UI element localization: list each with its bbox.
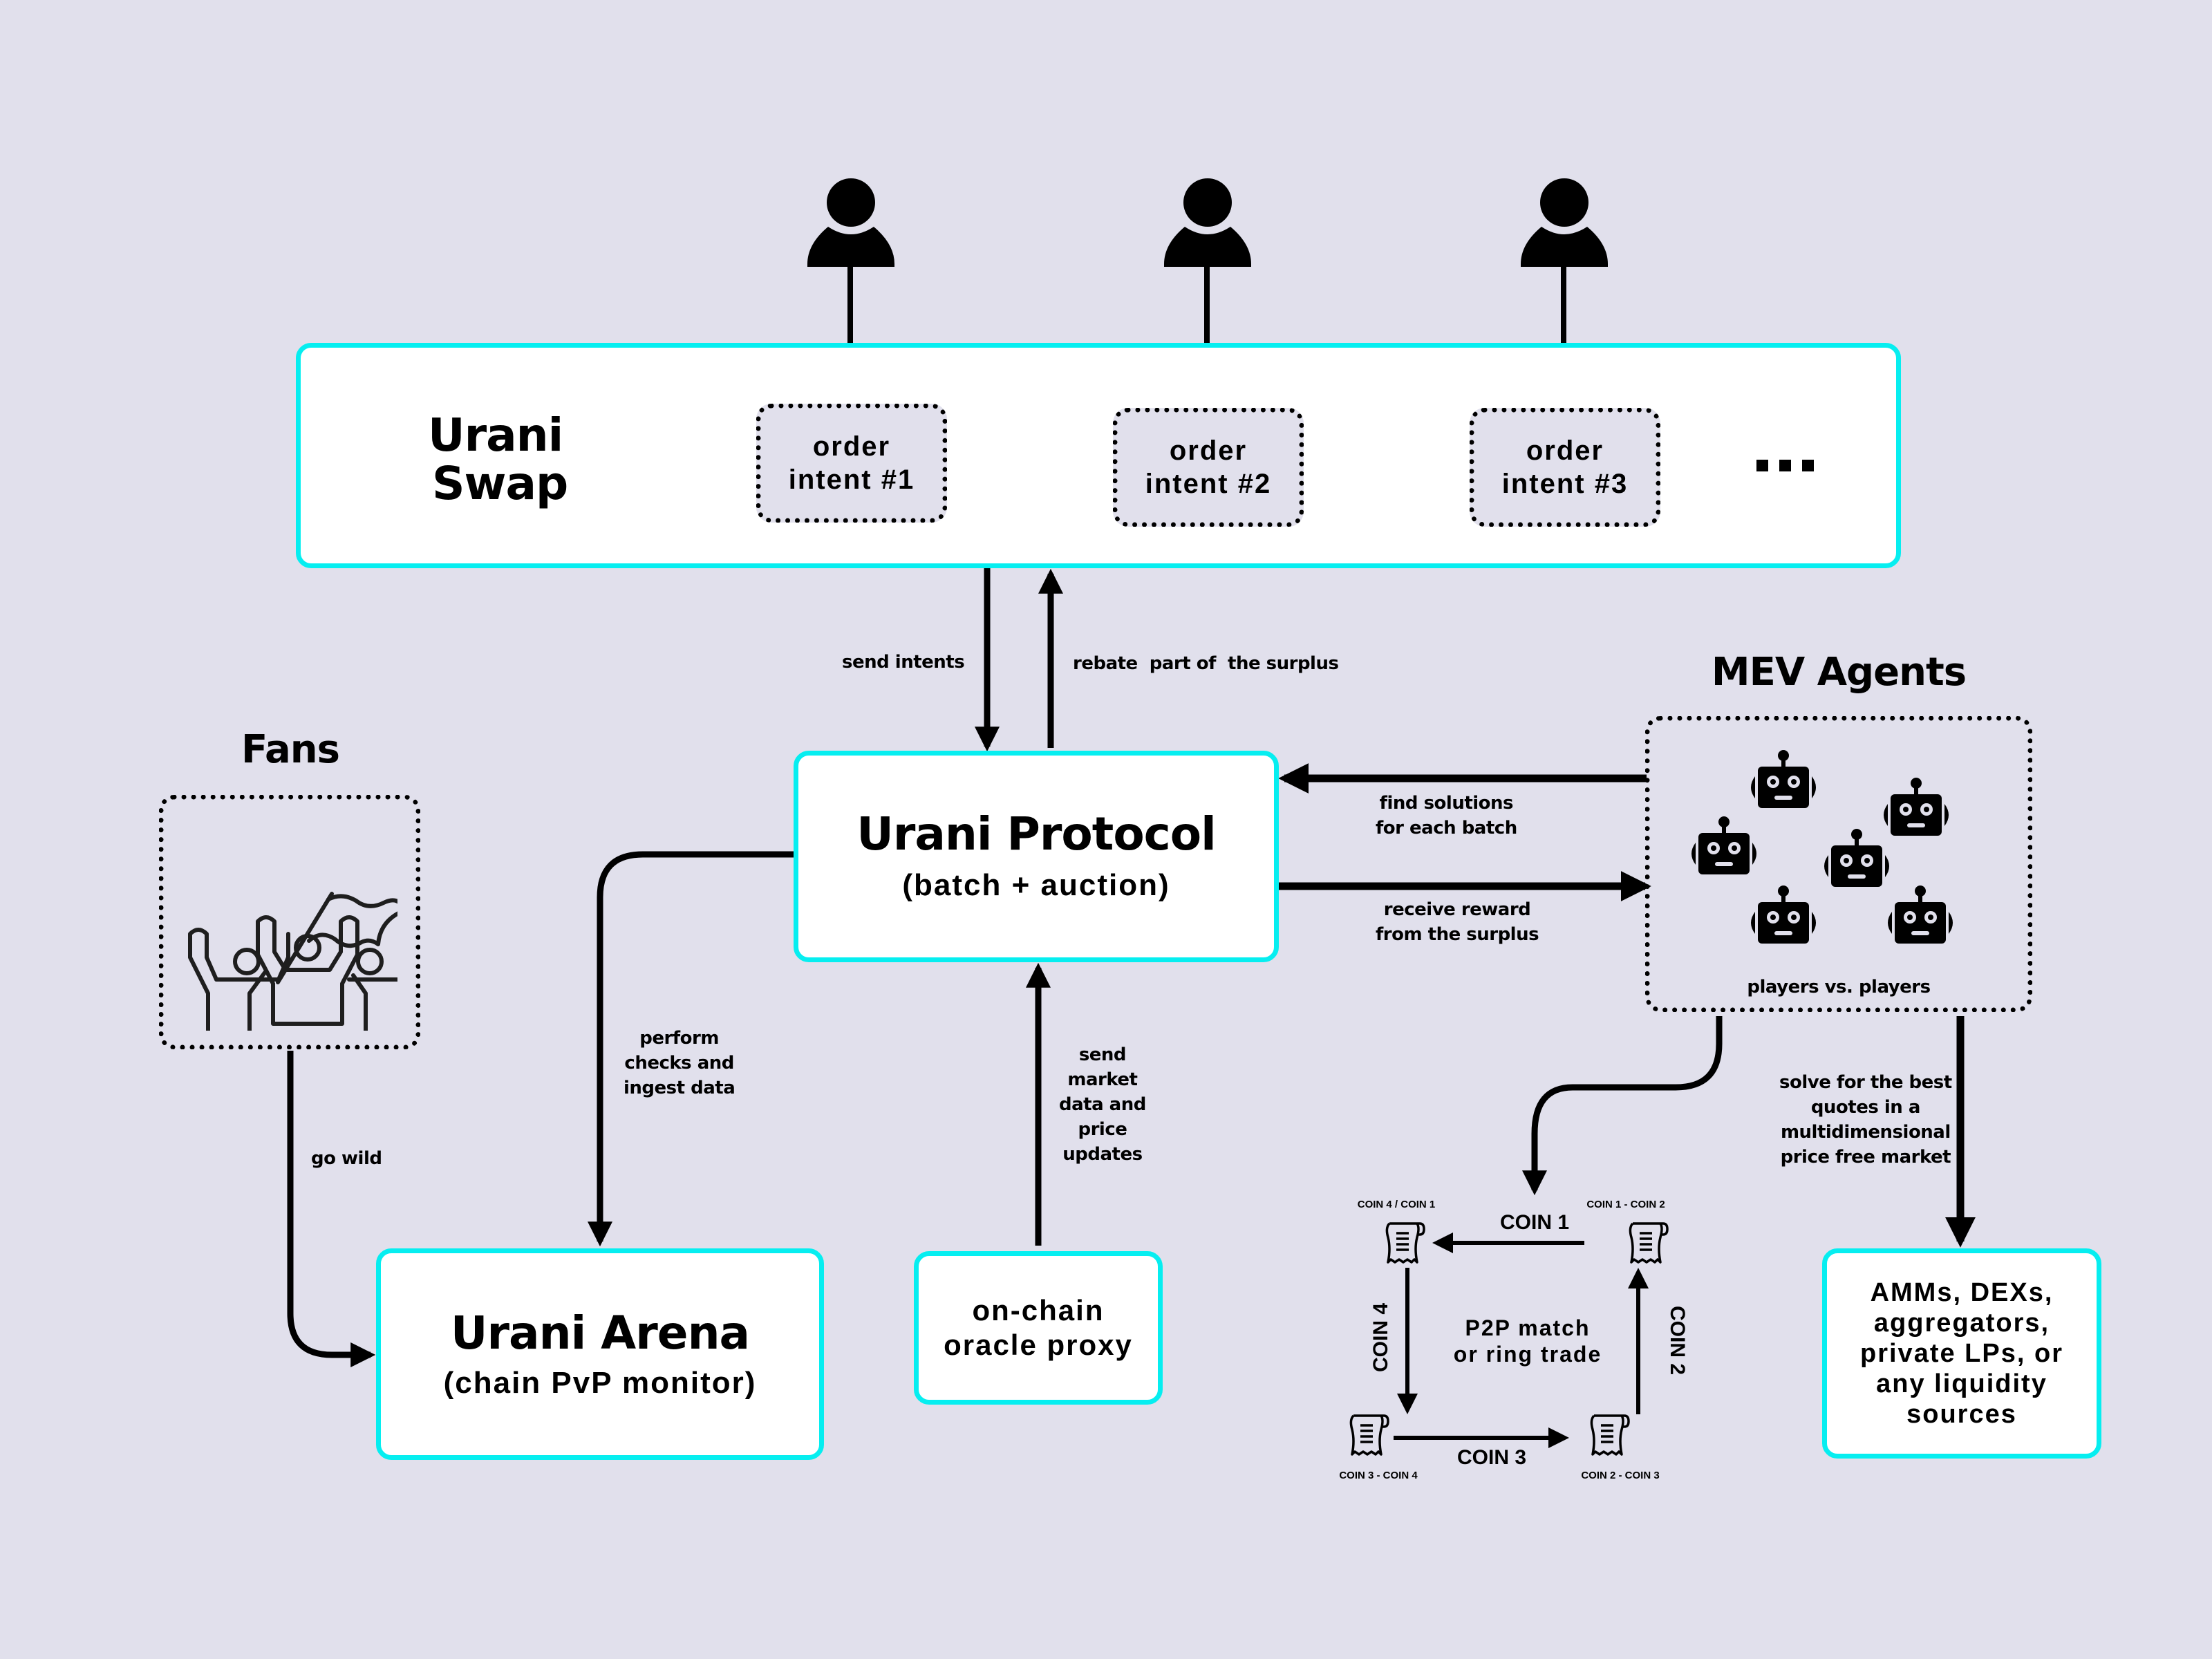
node-label-top-left: COIN 4 / COIN 1 bbox=[1357, 1199, 1436, 1210]
solve-quotes-line: multidimensional bbox=[1780, 1122, 1951, 1143]
mev-agents-box[interactable]: players vs. players bbox=[1645, 716, 2032, 1012]
perform-checks-arrow bbox=[588, 851, 794, 1247]
fans-box[interactable] bbox=[159, 795, 420, 1049]
receipt-icon bbox=[1348, 1413, 1391, 1461]
node-label-bottom-left: COIN 3 - COIN 4 bbox=[1339, 1470, 1418, 1481]
liquidity-line: any liquidity bbox=[1876, 1369, 2047, 1398]
perform-checks-line: ingest data bbox=[624, 1078, 735, 1098]
send-market-line: send bbox=[1078, 1044, 1127, 1065]
ring-trade-center-line: P2P match bbox=[1465, 1315, 1591, 1340]
receive-reward-label: receive reward from the surplus bbox=[1376, 897, 1539, 947]
intent-label: order bbox=[812, 431, 891, 462]
solve-quotes-line: price free market bbox=[1780, 1147, 1951, 1168]
perform-checks-line: perform bbox=[639, 1028, 719, 1049]
go-wild-arrow bbox=[287, 1051, 376, 1367]
send-market-line: updates bbox=[1062, 1144, 1143, 1165]
edge-label-coin2: COIN 2 bbox=[1666, 1305, 1689, 1376]
fans-title: Fans bbox=[241, 727, 340, 772]
urani-arena-subtitle: (chain PvP monitor) bbox=[443, 1366, 757, 1400]
user-1 bbox=[807, 178, 894, 267]
solve-quotes-line: quotes in a bbox=[1810, 1097, 1921, 1118]
robot-icon bbox=[1686, 816, 1762, 882]
send-intents-label: send intents bbox=[842, 652, 965, 673]
liquidity-line: aggregators, bbox=[1873, 1309, 2050, 1338]
send-market-data-label: send market data and price updates bbox=[1059, 1042, 1146, 1167]
find-solutions-line: find solutions bbox=[1379, 793, 1514, 814]
ring-trade-center-line: or ring trade bbox=[1453, 1342, 1602, 1367]
perform-checks-label: perform checks and ingest data bbox=[624, 1026, 735, 1100]
edge-label-coin3: COIN 3 bbox=[1457, 1446, 1527, 1469]
user-icon bbox=[807, 178, 894, 267]
robot-icon bbox=[1745, 885, 1821, 951]
robot-icon bbox=[1878, 778, 1954, 843]
mev-agents-caption: players vs. players bbox=[1747, 977, 1931, 997]
robot-icon bbox=[1745, 750, 1821, 816]
urani-protocol-box[interactable]: Urani Protocol (batch + auction) bbox=[794, 751, 1279, 962]
urani-swap-box[interactable]: Urani Swap bbox=[296, 343, 1901, 568]
oracle-proxy-box[interactable]: on-chain oracle proxy bbox=[914, 1251, 1163, 1405]
user-2 bbox=[1164, 178, 1251, 267]
urani-arena-box[interactable]: Urani Arena (chain PvP monitor) bbox=[376, 1248, 824, 1460]
receive-reward-line: from the surplus bbox=[1376, 924, 1539, 945]
user-icon bbox=[1164, 178, 1251, 267]
liquidity-line: AMMs, DEXs, bbox=[1870, 1278, 2054, 1307]
urani-protocol-subtitle: (batch + auction) bbox=[902, 868, 1170, 902]
solve-quotes-line: solve for the best bbox=[1779, 1072, 1952, 1093]
receipt-icon bbox=[1384, 1221, 1427, 1268]
send-market-line: price bbox=[1078, 1119, 1127, 1140]
find-solutions-line: for each batch bbox=[1376, 818, 1517, 838]
receipt-icon bbox=[1627, 1221, 1670, 1268]
receive-reward-line: receive reward bbox=[1383, 899, 1531, 920]
user-icon bbox=[1521, 178, 1608, 267]
intent-label: order bbox=[1169, 435, 1248, 466]
liquidity-line: sources bbox=[1906, 1400, 2017, 1429]
intent-label: intent #3 bbox=[1501, 469, 1629, 499]
node-label-bottom-right: COIN 2 - COIN 3 bbox=[1581, 1470, 1660, 1481]
send-market-line: data and bbox=[1059, 1094, 1146, 1115]
find-solutions-label: find solutions for each batch bbox=[1376, 791, 1517, 841]
oracle-line1: on-chain bbox=[972, 1294, 1105, 1327]
urani-arena-title: Urani Arena bbox=[450, 1306, 750, 1360]
urani-swap-title-line1: Urani bbox=[428, 409, 563, 462]
ring-trade-center-label: P2P match or ring trade bbox=[1438, 1315, 1618, 1367]
mev-agents-title: MEV Agents bbox=[1711, 650, 1967, 695]
intent-label: intent #2 bbox=[1145, 469, 1272, 499]
receipt-icon bbox=[1588, 1413, 1631, 1461]
urani-swap-title-line2: Swap bbox=[432, 457, 568, 510]
user-3 bbox=[1521, 178, 1608, 267]
robot-agents-group bbox=[1650, 721, 2027, 1007]
robot-icon bbox=[1819, 829, 1895, 894]
edge-label-coin1: COIN 1 bbox=[1500, 1211, 1570, 1234]
solve-quotes-label: solve for the best quotes in a multidime… bbox=[1779, 1070, 1952, 1170]
perform-checks-line: checks and bbox=[624, 1053, 734, 1074]
send-market-line: market bbox=[1067, 1069, 1138, 1090]
cheering-fans-flag-icon bbox=[188, 892, 397, 1031]
more-intents-ellipsis bbox=[1756, 460, 1814, 471]
urani-protocol-title: Urani Protocol bbox=[856, 807, 1217, 861]
liquidity-sources-box[interactable]: AMMs, DEXs, aggregators, private LPs, or… bbox=[1822, 1248, 2101, 1459]
mev-to-ring-trade-arrow bbox=[1522, 1016, 1723, 1196]
intent-label: intent #1 bbox=[788, 465, 915, 495]
edge-label-coin4: COIN 4 bbox=[1369, 1302, 1393, 1373]
go-wild-label: go wild bbox=[311, 1148, 382, 1169]
node-label-top-right: COIN 1 - COIN 2 bbox=[1586, 1199, 1665, 1210]
intent-label: order bbox=[1526, 435, 1604, 466]
liquidity-line: private LPs, or bbox=[1860, 1339, 2063, 1368]
urani-swap-title: Urani Swap bbox=[428, 411, 568, 508]
oracle-line2: oracle proxy bbox=[944, 1329, 1133, 1361]
rebate-label: rebate part of the surplus bbox=[1073, 653, 1339, 674]
robot-icon bbox=[1882, 885, 1958, 951]
